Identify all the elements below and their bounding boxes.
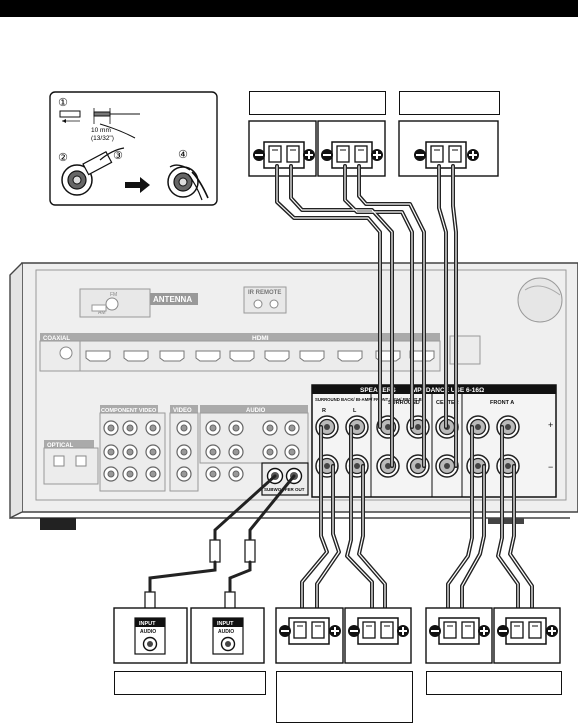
terminal-unscrewed-icon — [61, 147, 125, 196]
subwoofer-1: INPUT AUDIO — [113, 607, 188, 664]
step-4-marker: ④ — [178, 148, 188, 161]
speaker-center — [398, 120, 499, 177]
speaker-cables-top — [275, 164, 458, 468]
optical-label: OPTICAL — [47, 443, 74, 449]
antenna-label: ANTENNA — [153, 295, 192, 304]
surround-back-label: SURROUND BACK/ BI-AMP/ FRONT HIGH/ FRONT… — [315, 397, 422, 402]
label-box-surround-back-speakers — [276, 671, 413, 723]
speaker-surround-back-r — [275, 607, 344, 664]
label-box-subwoofers — [114, 671, 266, 695]
subwoofer-2: INPUT AUDIO — [190, 607, 265, 664]
label-box-surround-speakers — [249, 91, 386, 115]
hdmi-label: HDMI — [252, 335, 269, 342]
speaker-front-l — [493, 607, 561, 664]
speaker-surround-r — [248, 120, 317, 177]
front-a-label: FRONT A — [490, 400, 514, 406]
terminal-connected-icon — [167, 164, 209, 201]
speaker-surround-l — [317, 120, 386, 177]
strip-length-text: 10 mm — [91, 127, 111, 134]
audio-label: AUDIO — [246, 408, 266, 414]
receiver-rear-panel: FM AM ANTENNA IR REMOTE COAXIAL HDMI COM… — [9, 262, 578, 530]
speaker-front-r — [425, 607, 493, 664]
input-label: INPUT — [139, 621, 156, 627]
wire-prep-inset: ① 10 mm (13/32") ② ③ ④ — [49, 91, 218, 206]
coaxial-label: COAXIAL — [43, 336, 70, 342]
surround-label: SURROUND — [388, 400, 420, 406]
step-3-marker: ③ — [113, 149, 123, 162]
speaker-cables-bottom — [300, 425, 534, 628]
speaker-surround-back-l — [344, 607, 412, 664]
component-video-label: COMPONENT VIDEO — [101, 408, 157, 414]
am-label: AM — [98, 310, 106, 316]
label-box-front-speakers — [426, 671, 562, 695]
input-label: INPUT — [217, 621, 234, 627]
step-2-marker: ② — [58, 151, 68, 164]
header-bar — [0, 0, 578, 17]
video-label: VIDEO — [173, 408, 192, 414]
l-label: L — [353, 408, 357, 414]
ir-remote-label: IR REMOTE — [248, 290, 281, 296]
fm-label: FM — [110, 292, 117, 298]
minus-label: − — [548, 462, 553, 472]
step-1-marker: ① — [58, 96, 68, 109]
subwoofer-cables — [144, 474, 296, 613]
strip-length-inch-text: (13/32") — [91, 135, 114, 142]
label-box-center-speaker — [399, 91, 500, 115]
r-label: R — [322, 408, 326, 414]
arrow-right-icon — [125, 177, 150, 193]
audio-input-label: AUDIO — [140, 629, 156, 635]
audio-input-label: AUDIO — [218, 629, 234, 635]
plus-label: + — [548, 420, 553, 430]
